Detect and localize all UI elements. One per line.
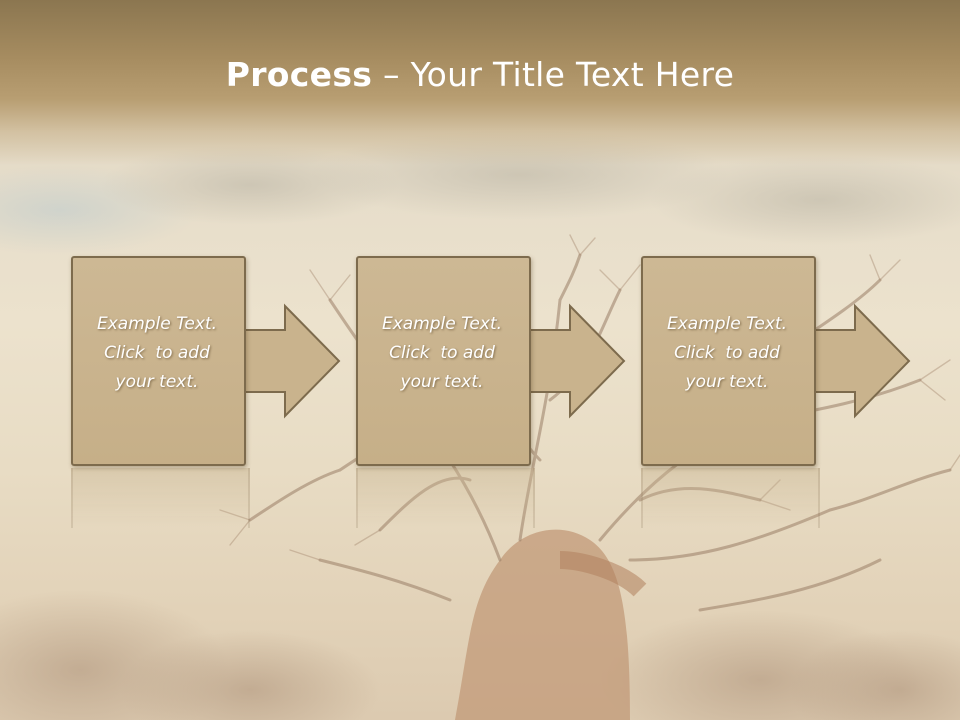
- step-2-line-2: Click to add: [389, 343, 495, 363]
- step-1-line-3: your text.: [115, 372, 199, 392]
- process-step-3: Example Text. Click to add your text.: [641, 256, 911, 466]
- step-1-line-1: Example Text.: [96, 314, 218, 334]
- title-rest-text: – Your Title Text Here: [372, 55, 735, 94]
- step-2-text[interactable]: Example Text. Click to add your text.: [362, 310, 522, 397]
- step-3-box[interactable]: [641, 256, 816, 466]
- step-1-reflection: [71, 468, 250, 528]
- step-1-text[interactable]: Example Text. Click to add your text.: [77, 310, 237, 397]
- step-2-reflection: [356, 468, 535, 528]
- step-1-box[interactable]: [71, 256, 246, 466]
- step-3-line-3: your text.: [685, 372, 769, 392]
- step-3-reflection: [641, 468, 820, 528]
- title-bold-text: Process: [225, 55, 373, 94]
- step-2-box[interactable]: [356, 256, 531, 466]
- process-step-2: Example Text. Click to add your text.: [356, 256, 626, 466]
- step-3-line-2: Click to add: [674, 343, 780, 363]
- step-3-text[interactable]: Example Text. Click to add your text.: [647, 310, 807, 397]
- slide-title[interactable]: Process – Your Title Text Here: [0, 52, 960, 98]
- step-2-line-1: Example Text.: [381, 314, 503, 334]
- step-1-line-2: Click to add: [104, 343, 210, 363]
- process-step-1: Example Text. Click to add your text.: [71, 256, 341, 466]
- step-2-line-3: your text.: [400, 372, 484, 392]
- step-3-line-1: Example Text.: [666, 314, 788, 334]
- title-band: [0, 0, 960, 165]
